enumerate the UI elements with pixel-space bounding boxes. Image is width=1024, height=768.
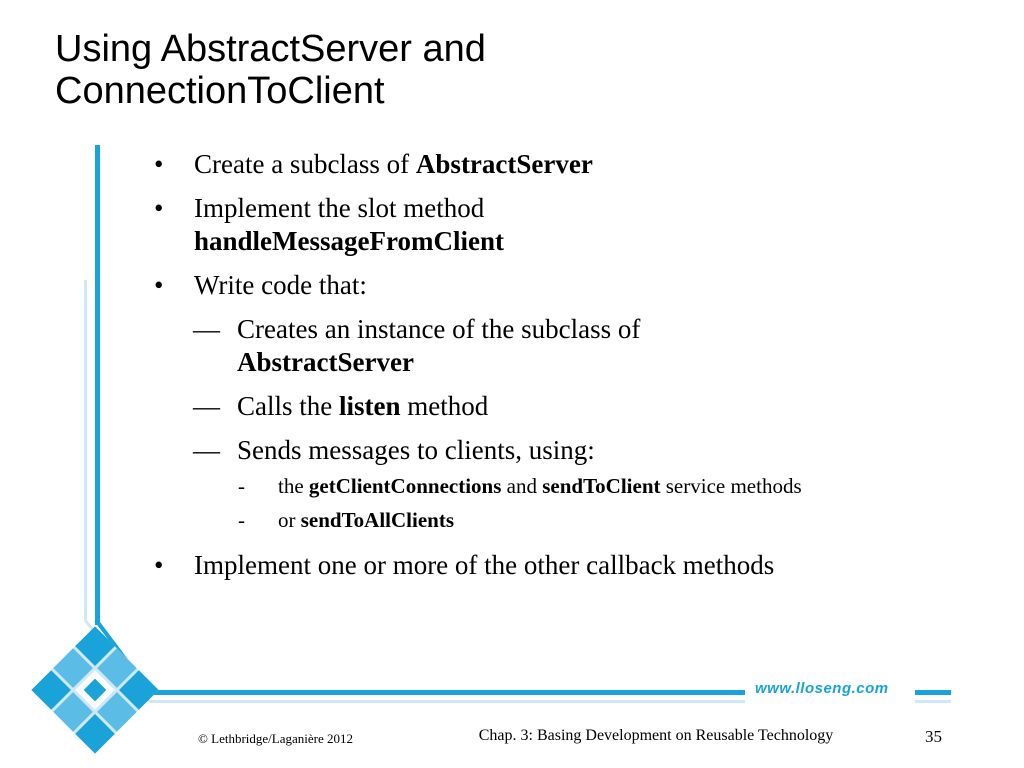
page-number: 35: [925, 727, 942, 746]
bullet-item: • Implement one or more of the other cal…: [154, 550, 775, 580]
vertical-accent-line: [95, 145, 100, 625]
bottom-accent-line-right: [915, 690, 951, 695]
chapter-text: Chap. 3: Basing Development on Reusable …: [478, 727, 834, 744]
bullet-marker: •: [154, 550, 164, 580]
bottom-accent-line-light: [150, 700, 745, 703]
bullet-marker: •: [154, 270, 164, 300]
website-url: www.lloseng.com: [755, 680, 889, 697]
title-line-1: Using AbstractServer and: [55, 28, 486, 70]
slide-content: • Create a subclass of AbstractServer • …: [150, 148, 970, 582]
sub-sub-bullet-item: - the getClientConnections and sendToCli…: [150, 472, 970, 501]
bottom-accent-line: [150, 690, 745, 695]
bottom-accent-line-right-light: [915, 700, 951, 703]
dash-marker: —: [193, 314, 220, 344]
bullet-marker: •: [154, 149, 164, 179]
bullet-item: • Create a subclass of AbstractServer: [154, 149, 593, 179]
diamond-logo: [31, 626, 159, 754]
sub-bullet-item: — Sends messages to clients, using:: [193, 435, 595, 465]
title-line-2: ConnectionToClient: [55, 70, 385, 112]
copyright-text: © Lethbridge/Laganière 2012: [198, 731, 353, 746]
sub-bullet-item: — Creates an instance of the subclass of…: [193, 314, 641, 377]
bullet-item: • Implement the slot method handleMessag…: [154, 193, 504, 256]
dash-marker: —: [193, 391, 220, 421]
vertical-accent-line-light: [84, 280, 87, 620]
dash-marker: —: [193, 435, 220, 465]
sub-bullet-item: — Calls the listen method: [193, 391, 489, 421]
short-dash-marker: -: [238, 508, 245, 532]
bullet-item: • Write code that:: [154, 270, 367, 300]
short-dash-marker: -: [238, 474, 245, 498]
bullet-marker: •: [154, 193, 164, 223]
slide-title: Using AbstractServer and ConnectionToCli…: [55, 28, 775, 112]
sub-sub-bullet-item: - or sendToAllClients: [150, 506, 970, 535]
